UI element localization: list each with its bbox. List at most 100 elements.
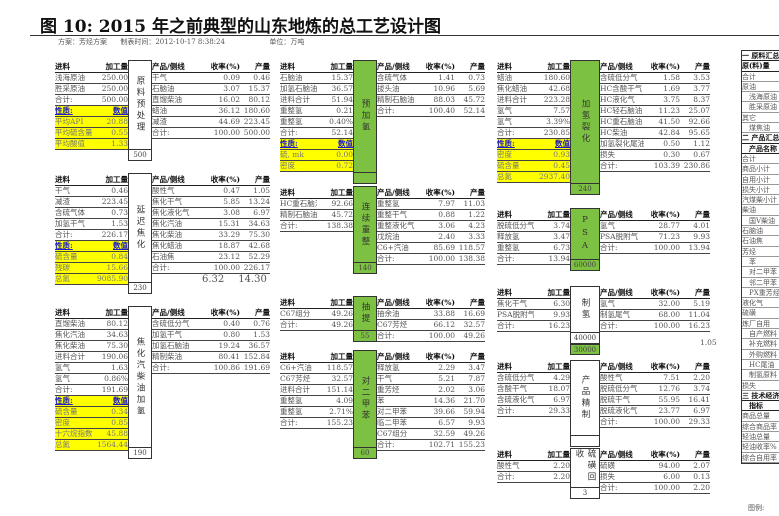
feed-row: 性质:数值 xyxy=(55,106,128,117)
cell-value: 0.40 xyxy=(223,319,240,328)
cell-label: 产品/侧线 xyxy=(600,450,633,459)
cell-value: 28.77 xyxy=(658,221,680,230)
summary-row: 石油焦 xyxy=(742,236,779,247)
feed-row: 合计:500.00 xyxy=(55,95,128,106)
cell-label: 含硫液化气 xyxy=(497,395,534,404)
summary-row: 液化气 xyxy=(742,298,779,309)
cell-value: 32.00 xyxy=(658,299,680,308)
cell-label: 含硫低分气 xyxy=(497,373,534,382)
unit-capacity: 3 xyxy=(571,487,599,498)
cell-value: 产量 xyxy=(255,308,270,317)
cell-label: 氢气 xyxy=(55,363,70,372)
cell-value: 42.84 xyxy=(658,128,680,137)
cell-value: 0.93 xyxy=(553,150,570,159)
cell-value: 23.12 xyxy=(218,252,240,261)
cell-label: 进料 xyxy=(280,188,295,197)
cell-label: 损失 xyxy=(600,150,615,159)
cell-value: 16.02 xyxy=(218,95,240,104)
cell-value: 7.57 xyxy=(553,106,570,115)
cell-value: 34.63 xyxy=(106,330,128,339)
unit-name: 延迟焦化 xyxy=(135,205,145,251)
cell-value: 223.45 xyxy=(101,197,128,206)
cell-value: 加工量 xyxy=(547,210,571,219)
cell-label: 合计: xyxy=(152,363,170,372)
feed-row: 合计:16.23 xyxy=(497,321,570,332)
cell-value: 1.58 xyxy=(663,73,680,82)
cell-value: 85.69 xyxy=(433,243,455,252)
cell-label: 总氮 xyxy=(497,172,512,181)
unit-capacity: 140 xyxy=(354,262,376,273)
cell-value: 19.24 xyxy=(218,341,240,350)
cell-label: 产品/侧线 xyxy=(377,352,410,361)
cell-label: 脱硫干气 xyxy=(600,395,630,404)
cell-value: 21.70 xyxy=(463,396,485,405)
cell-value: 25.07 xyxy=(688,106,710,115)
cell-label: 进料合计 xyxy=(280,385,310,394)
cell-label: 合计: xyxy=(55,95,73,104)
cell-value: 加工量 xyxy=(330,62,354,71)
unit-name: 抽提 xyxy=(360,302,370,325)
cell-value: 80.41 xyxy=(218,352,240,361)
cell-value: 42.68 xyxy=(248,241,270,250)
title-divider xyxy=(30,35,779,36)
cell-value: 16.41 xyxy=(688,395,710,404)
cell-value: 52.14 xyxy=(463,106,485,115)
summary-row: 综合自用率 xyxy=(742,453,779,463)
cell-value: 6.97 xyxy=(253,208,270,217)
process-unit-box[interactable]: 产品精制 xyxy=(570,360,600,447)
cell-label: C6+汽油 xyxy=(377,243,409,252)
cell-value: 2.20 xyxy=(553,472,570,481)
cell-label: 总氮 xyxy=(55,274,70,283)
summary-row: 其它 xyxy=(742,113,779,124)
cell-label: 硫磺 xyxy=(600,461,615,470)
cell-value: 1.63 xyxy=(111,363,128,372)
summary-row: 煤焦油 xyxy=(742,123,779,134)
cell-label: 胜采原油 xyxy=(55,84,85,93)
cell-value: 3.77 xyxy=(693,84,710,93)
unit-name: 对二甲苯 xyxy=(360,376,370,422)
cell-value: 0.34 xyxy=(111,407,128,416)
cell-label: 焦化蜡油 xyxy=(497,84,527,93)
unit-name: 原料预处理 xyxy=(135,76,145,134)
unit-capacity: 55 xyxy=(354,330,376,341)
cell-value: 49.26 xyxy=(331,320,353,329)
cell-value: 71.23 xyxy=(658,232,680,241)
cell-value: 100.00 xyxy=(213,263,240,272)
process-unit-box[interactable]: 抽提 55 xyxy=(353,296,377,342)
cell-value: 2.29 xyxy=(438,363,455,372)
process-unit-box[interactable]: 预加氢 xyxy=(353,60,377,184)
summary-row: 自用小计 xyxy=(742,175,779,185)
feed-row: 性质:数值 xyxy=(280,139,353,150)
